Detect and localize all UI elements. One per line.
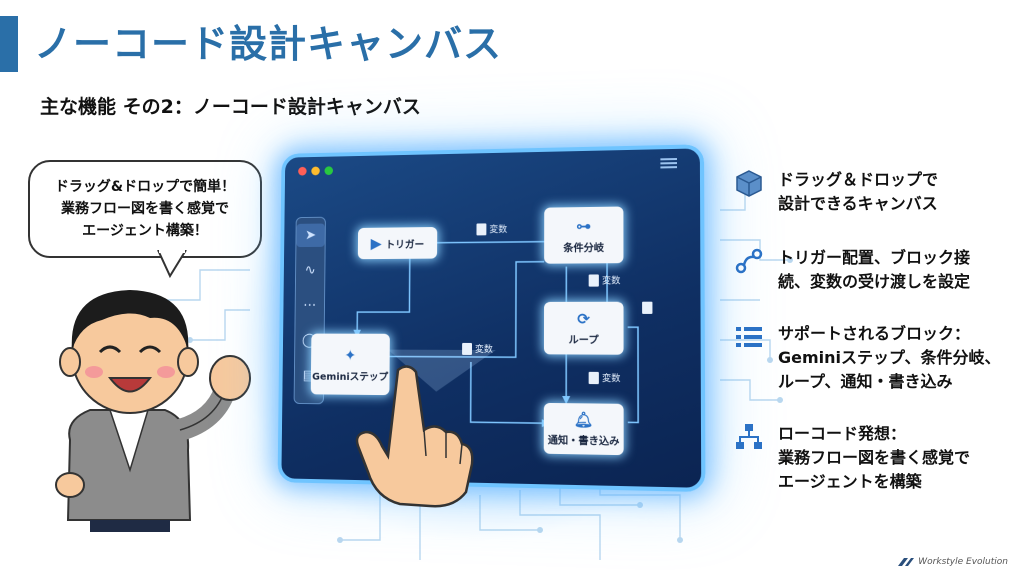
title-accent-bar — [0, 16, 18, 72]
trigger-node-label: トリガー — [385, 239, 425, 251]
loop-node[interactable]: ⟳ ループ — [543, 301, 624, 355]
variable-tag — [642, 301, 656, 314]
condition-node-label: 条件分岐 — [563, 242, 604, 255]
notify-node-label: 通知・書き込み — [547, 435, 620, 448]
condition-node[interactable]: ⊶ 条件分岐 — [544, 206, 624, 264]
document-icon — [476, 222, 487, 235]
bell-icon: 🔔︎ — [573, 410, 594, 430]
variable-tag: 変数 — [588, 371, 621, 385]
flow-connectors — [353, 148, 701, 428]
speech-line-2: 業務フロー図を書く感覚で — [61, 201, 229, 217]
list-icon — [734, 322, 764, 352]
feature-item: サポートされるブロック： Geminiステップ、条件分岐、 ループ、通知・書き込… — [734, 322, 1014, 394]
document-icon — [588, 371, 599, 384]
speech-bubble-tail — [157, 250, 187, 279]
feature-line: ローコード発想： — [778, 424, 907, 443]
play-icon: ▶ — [370, 234, 382, 253]
brand-name: Workstyle Evolution — [918, 557, 1008, 567]
branch-icon: ⊶ — [575, 216, 592, 235]
feature-line: 続、変数の受け渡しを設定 — [778, 272, 971, 291]
connector-icon — [734, 246, 764, 276]
variable-tag: 変数 — [476, 222, 507, 235]
loop-node-label: ループ — [568, 335, 599, 347]
feature-item: ローコード発想： 業務フロー図を書く感覚で エージェントを構築 — [734, 422, 1014, 494]
feature-line: ドラッグ＆ドロップで — [778, 170, 939, 189]
speech-bubble: ドラッグ&ドロップで簡単！ 業務フロー図を書く感覚で エージェント構築！ — [28, 160, 262, 258]
variable-tag-label: 変数 — [601, 373, 621, 385]
variable-tag-label: 変数 — [474, 344, 493, 356]
brand-mark-icon — [898, 558, 915, 566]
document-icon — [588, 273, 599, 287]
flowchart-icon — [734, 422, 764, 452]
canvas-window: ➤ ∿ ⋯ ◯ ▤ ▶ トリガー ⊶ 条件分岐 — [277, 144, 706, 493]
feature-item: ドラッグ＆ドロップで 設計できるキャンバス — [734, 168, 1014, 216]
feature-line: サポートされるブロック： — [778, 324, 971, 343]
box-icon — [734, 168, 764, 198]
feature-line: エージェントを構築 — [778, 472, 922, 491]
brand-logo: Workstyle Evolution — [898, 556, 1008, 568]
variable-tag: 変数 — [588, 273, 621, 287]
feature-line: トリガー配置、ブロック接 — [778, 248, 971, 267]
feature-line: 設計できるキャンバス — [778, 194, 938, 213]
feature-line: Geminiステップ、条件分岐、 — [778, 348, 1001, 367]
speech-line-3: エージェント構築！ — [82, 223, 208, 239]
pointing-hand-icon — [355, 365, 474, 508]
speech-line-1: ドラッグ&ドロップで簡単！ — [54, 179, 236, 195]
businessman-character — [55, 290, 251, 532]
variable-tag: 変数 — [462, 342, 493, 355]
notify-node[interactable]: 🔔︎ 通知・書き込み — [543, 402, 624, 456]
feature-line: ループ、通知・書き込み — [778, 372, 953, 391]
variable-tag-label: 変数 — [601, 276, 621, 287]
page-title: ノーコード設計キャンバス — [34, 22, 503, 66]
page-subtitle: 主な機能 その2：ノーコード設計キャンバス — [40, 96, 421, 118]
refresh-icon: ⟳ — [577, 309, 590, 329]
feature-line: 業務フロー図を書く感覚で — [778, 448, 971, 467]
feature-item: トリガー配置、ブロック接 続、変数の受け渡しを設定 — [734, 246, 1014, 294]
variable-tag-label: 変数 — [489, 225, 508, 236]
document-icon — [462, 342, 473, 355]
trigger-node[interactable]: ▶ トリガー — [357, 226, 438, 260]
document-icon — [642, 301, 653, 314]
